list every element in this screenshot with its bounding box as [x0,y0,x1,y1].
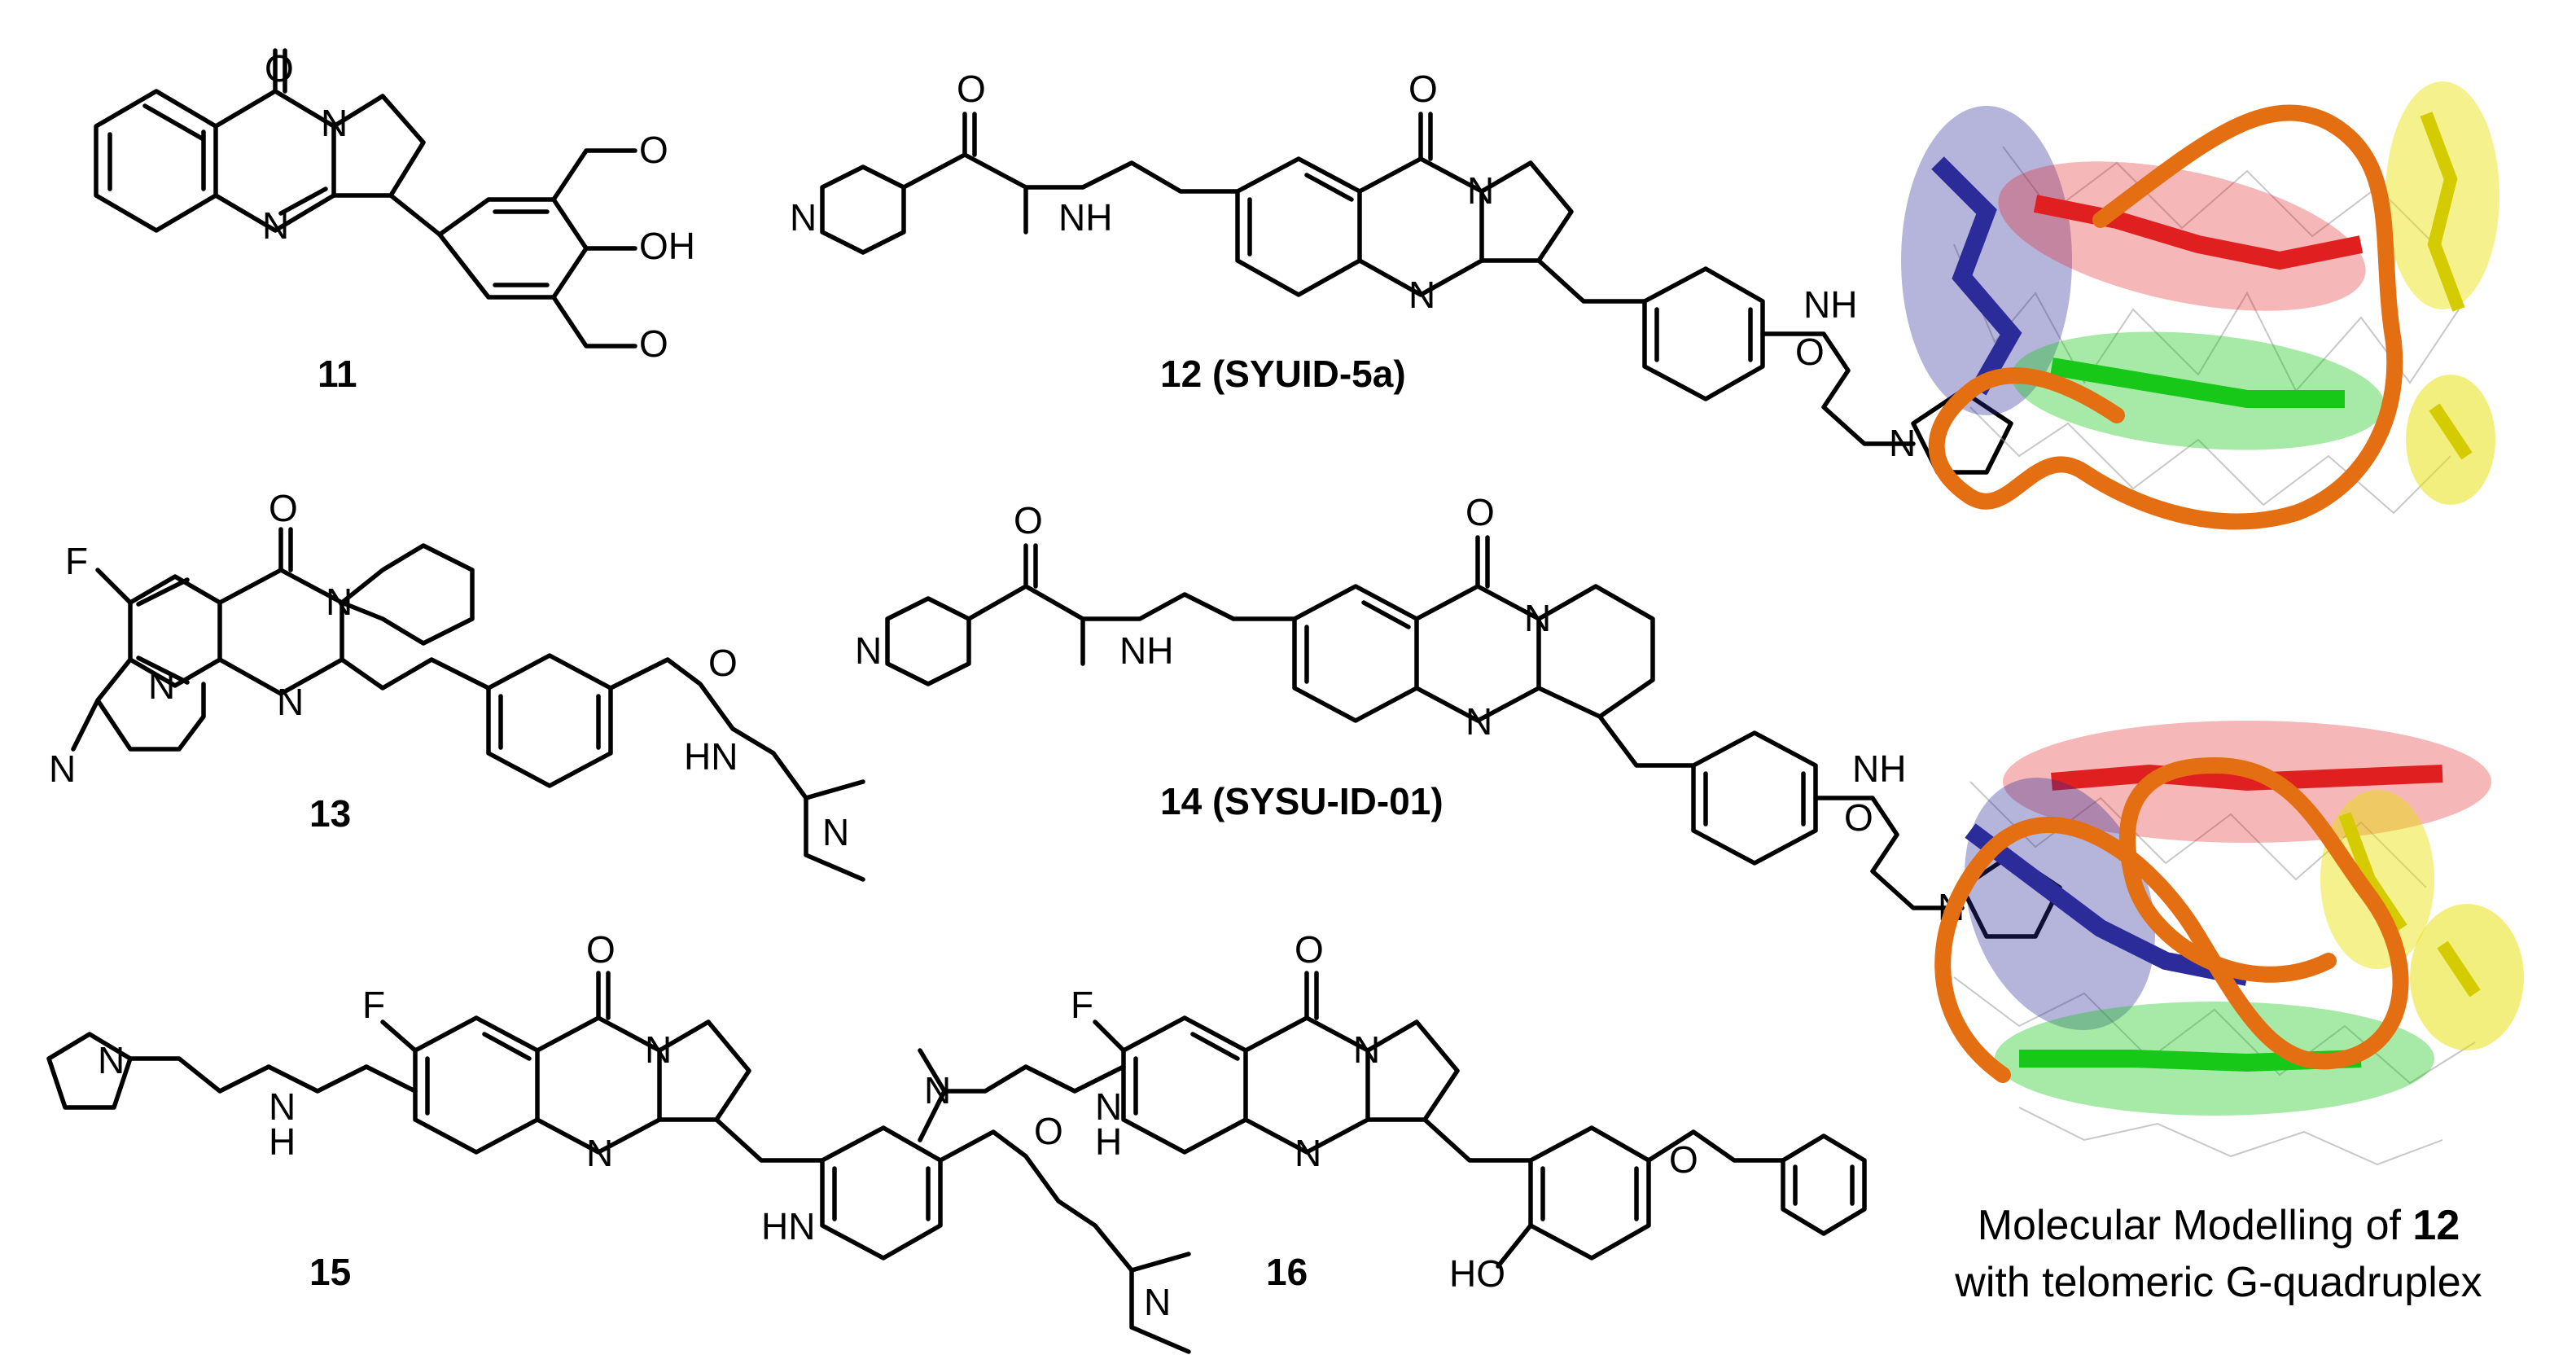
compound-13-n2: N [277,681,304,723]
compound-12-n-pyrrolidine1: N [790,196,817,239]
compound-15-n-diethyl: N [1144,1281,1171,1323]
dna-backbone-bottom [1934,756,2409,1083]
compound-12-label: 12 (SYUID-5a) [1160,353,1406,395]
compound-14-amide-o1: O [1014,499,1043,542]
model-caption-line2: with telomeric G-quadruplex [1954,1259,2482,1306]
compound-12-amide-o2: O [1795,331,1825,373]
compound-15-label: 15 [309,1251,351,1293]
compound-15-structure [46,971,1191,1354]
compound-16-n-ring: N [1353,1028,1380,1071]
model-caption-line1: Molecular Modelling of 12 [1978,1202,2460,1249]
compound-16-fluoro: F [1071,984,1093,1026]
compound-12-n2: N [1408,274,1435,316]
compound-14-label: 14 (SYSU-ID-01) [1160,780,1444,822]
compound-13-n1: N [326,581,353,623]
compound-15-n-ring: N [645,1028,672,1071]
compound-11-n2: N [262,204,289,247]
compound-16-nh: N [1095,1085,1122,1128]
compound-16-ketone-o: O [1295,928,1324,971]
compound-13-ketone-o: O [269,487,298,529]
compound-12-nh1: NH [1058,196,1112,239]
compound-12-n-ring: N [1467,169,1494,212]
compound-12-ketone-o: O [1408,68,1438,110]
compound-14-n-ring: N [1524,597,1551,639]
green-nucleotide-bottom [1995,1002,2434,1116]
compound-15-ketone-o: O [586,928,616,971]
compound-16-nh-h: H [1095,1120,1122,1163]
caption-line1-prefix: Molecular Modelling of [1978,1202,2413,1249]
compound-15-n2: N [586,1132,613,1174]
compound-16-structure [918,971,1867,1269]
compound-13-label: 13 [309,792,351,835]
compound-14-amide-o2: O [1844,796,1873,839]
compound-15-nh: N [269,1085,296,1128]
compound-14-n-pyrrolidine1: N [855,629,882,672]
compound-11-ome2: O [639,322,668,365]
g-quadruplex-model-bottom [1934,721,2524,1166]
compound-13-fluoro: F [65,540,88,582]
compound-13-amide-o: O [708,642,738,684]
compound-16-n-dimethyl: N [924,1069,951,1112]
compound-15-hn: HN [761,1205,815,1247]
compound-11-ome1: O [639,129,668,171]
compound-14-ketone-o: O [1465,491,1495,533]
compound-13-n-piperazine1: N [148,664,175,707]
compound-15-nh-h: H [269,1120,296,1163]
compound-16-n2: N [1295,1132,1321,1174]
compound-12-structure [820,112,2013,475]
compound-11-oh: OH [639,225,695,267]
yellow-nucleotide-top [2385,81,2499,505]
yellow-nucleotide-bottom [2320,790,2524,1050]
compound-15-n-pyrrolidine: N [98,1039,125,1081]
red-nucleotide-top [1998,161,2366,311]
compound-15-amide-o: O [1034,1110,1063,1152]
compound-11-label: 11 [318,353,357,395]
compound-14-n2: N [1465,700,1492,743]
compound-13-n-piperazine2: N [49,748,76,790]
compound-14-structure [885,535,2062,939]
compound-13-structure [71,527,865,882]
blue-nucleotide-top [1901,106,2072,415]
compound-14-nh1: NH [1119,629,1173,672]
compound-11-oxygen: O [265,47,294,90]
dna-backbone-top [1928,104,2403,530]
compound-14-nh2: NH [1852,748,1906,790]
compound-15-fluoro: F [362,984,385,1026]
compound-12-amide-o1: O [957,68,986,110]
compound-11-n1: N [321,102,348,144]
compound-16-ho: HO [1449,1252,1505,1295]
compound-13-hn: HN [684,735,738,778]
g-quadruplex-model-top [1901,81,2499,530]
compound-11-structure [94,48,637,349]
compound-13-n-diethyl: N [822,811,849,853]
caption-line1-bold: 12 [2412,1202,2460,1249]
compound-16-label: 16 [1266,1251,1308,1293]
compound-12-nh2: NH [1803,283,1857,326]
compound-12-n-pyrrolidine2: N [1889,422,1916,464]
green-nucleotide-top [2011,331,2385,450]
compound-16-ether-o: O [1669,1138,1698,1181]
